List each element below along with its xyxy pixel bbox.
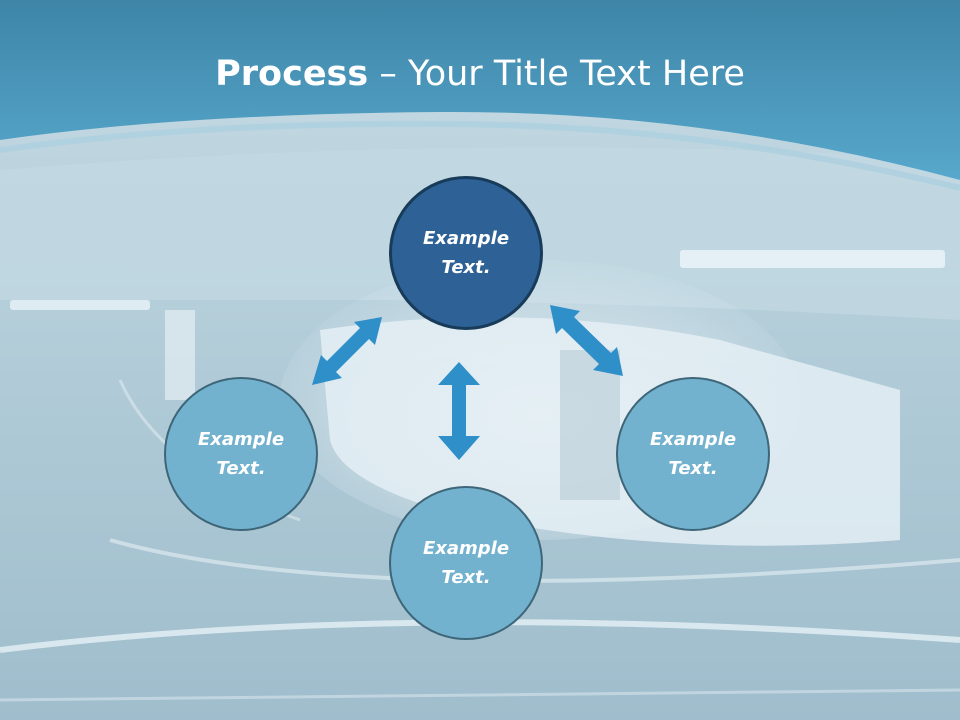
node-label: Example Text. [649,429,737,479]
floor-line [0,688,960,702]
ceiling-light [680,250,945,268]
node-label: Example Text. [422,228,510,278]
header-curve [0,120,960,191]
node-label: Example Text. [422,538,510,588]
slide-title: Process – Your Title Text Here [0,52,960,96]
header-band [0,0,960,180]
title-rest: Your Title Text Here [407,54,745,94]
node-label: Example Text. [197,429,285,479]
process-node-center: Example Text. [389,176,543,330]
pillar [560,350,620,500]
ceiling-light [10,300,150,310]
process-node-bottom: Example Text. [389,486,543,640]
process-node-right: Example Text. [616,377,770,531]
process-node-left: Example Text. [164,377,318,531]
pillar [165,310,195,400]
title-bold: Process [215,54,369,94]
title-dash: – [368,54,408,94]
